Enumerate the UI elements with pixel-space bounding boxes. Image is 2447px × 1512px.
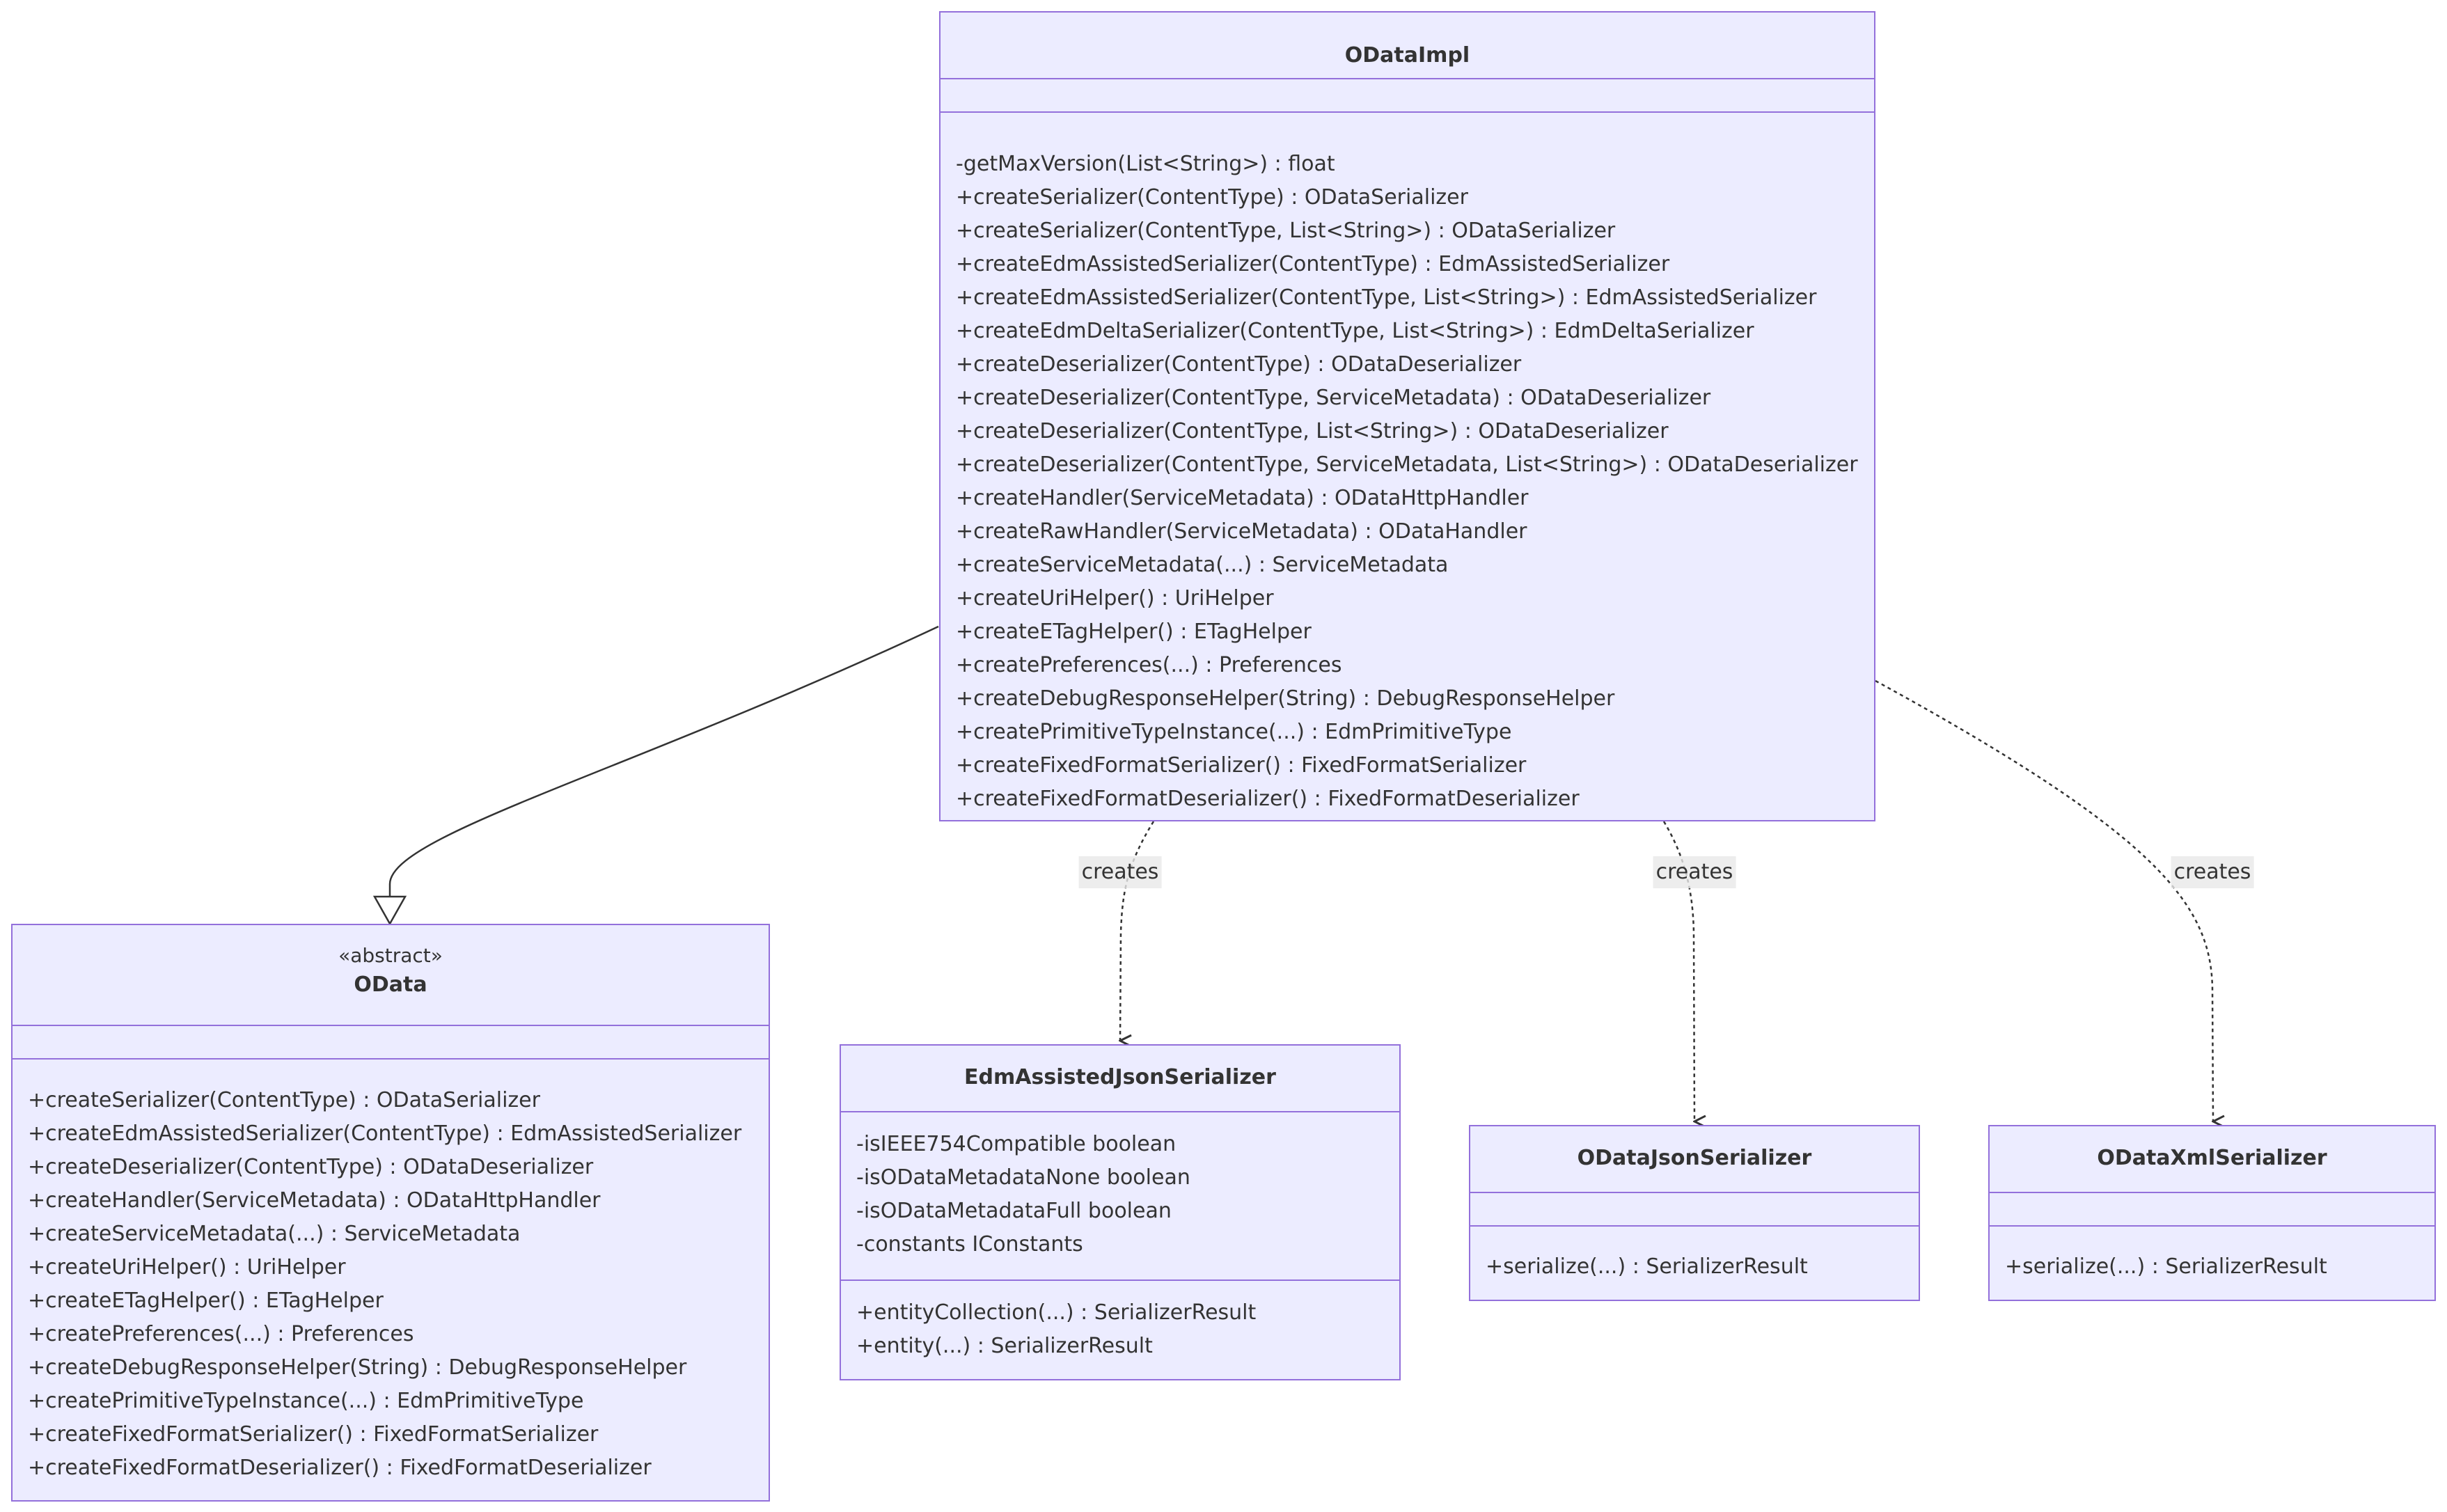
method-line: +createDeserializer(ContentType, List<St… — [956, 419, 1669, 443]
method-line: +entity(...) : SerializerResult — [856, 1334, 1153, 1358]
methods-section: +serialize(...) : SerializerResult — [1486, 1250, 1912, 1284]
class-box-odata-xml-serializer[interactable]: ODataXmlSerializer +serialize(...) : Ser… — [1988, 1125, 2436, 1301]
method-line: -getMaxVersion(List<String>) : float — [956, 152, 1335, 176]
method-line: +createEdmDeltaSerializer(ContentType, L… — [956, 319, 1754, 343]
method-line: +createFixedFormatSerializer() : FixedFo… — [28, 1422, 599, 1447]
class-name: ODataImpl — [1344, 43, 1470, 68]
class-divider — [941, 111, 1874, 113]
method-line: +createUriHelper() : UriHelper — [956, 586, 1274, 611]
method-line: +createETagHelper() : ETagHelper — [28, 1289, 384, 1313]
attribute-line: -isIEEE754Compatible boolean — [856, 1132, 1177, 1156]
method-line: +createUriHelper() : UriHelper — [28, 1255, 346, 1279]
method-line: +createRawHandler(ServiceMetadata) : ODa… — [956, 519, 1527, 544]
method-line: +createPrimitiveTypeInstance(...) : EdmP… — [28, 1389, 584, 1413]
class-divider — [1470, 1225, 1919, 1227]
inheritance-triangle-icon — [372, 895, 407, 926]
methods-section: +serialize(...) : SerializerResult — [2005, 1250, 2428, 1284]
method-line: +createETagHelper() : ETagHelper — [956, 620, 1312, 644]
class-box-odata[interactable]: «abstract» OData +createSerializer(Conte… — [11, 924, 770, 1502]
method-line: +entityCollection(...) : SerializerResul… — [856, 1300, 1257, 1325]
method-line: +createSerializer(ContentType) : ODataSe… — [28, 1088, 540, 1112]
method-line: +serialize(...) : SerializerResult — [2005, 1254, 2327, 1279]
method-line: +createDeserializer(ContentType) : OData… — [28, 1155, 594, 1179]
dependency-edge-edm-assisted-json-serializer — [1120, 821, 1155, 1041]
class-name: OData — [354, 972, 427, 997]
methods-section: +entityCollection(...) : SerializerResul… — [856, 1296, 1392, 1363]
inheritance-edge-odataimpl-odata — [388, 625, 939, 898]
method-line: +createFixedFormatDeserializer() : Fixed… — [28, 1456, 652, 1480]
class-name: ODataXmlSerializer — [2097, 1146, 2327, 1170]
method-line: +createEdmAssistedSerializer(ContentType… — [956, 285, 1817, 310]
class-divider — [1990, 1225, 2434, 1227]
method-line: +createPrimitiveTypeInstance(...) : EdmP… — [956, 720, 1512, 744]
class-box-odataimpl[interactable]: ODataImpl -getMaxVersion(List<String>) :… — [939, 11, 1875, 821]
method-line: +createSerializer(ContentType, List<Stri… — [956, 219, 1616, 243]
class-box-edm-assisted-json-serializer[interactable]: EdmAssistedJsonSerializer -isIEEE754Comp… — [840, 1044, 1401, 1380]
class-divider — [13, 1058, 769, 1060]
class-box-odata-json-serializer[interactable]: ODataJsonSerializer +serialize(...) : Se… — [1469, 1125, 1920, 1301]
method-line: +createHandler(ServiceMetadata) : ODataH… — [956, 486, 1529, 510]
method-line: +createHandler(ServiceMetadata) : ODataH… — [28, 1188, 601, 1213]
class-stereotype: «abstract» — [338, 944, 443, 967]
method-line: +createServiceMetadata(...) : ServiceMet… — [956, 553, 1449, 577]
method-line: +serialize(...) : SerializerResult — [1486, 1254, 1808, 1279]
method-line: +createDebugResponseHelper(String) : Deb… — [956, 686, 1615, 711]
edge-label-creates-edm: creates — [1078, 856, 1162, 888]
class-divider — [13, 1025, 769, 1026]
class-name: ODataJsonSerializer — [1577, 1146, 1812, 1170]
method-line: +createDeserializer(ContentType) : OData… — [956, 352, 1522, 377]
attributes-section: -isIEEE754Compatible boolean -isODataMet… — [856, 1128, 1392, 1261]
edge-label-creates-xml: creates — [2171, 856, 2254, 888]
class-divider — [1470, 1192, 1919, 1193]
class-name: EdmAssistedJsonSerializer — [964, 1065, 1276, 1089]
method-line: +createDebugResponseHelper(String) : Deb… — [28, 1355, 687, 1380]
class-divider — [841, 1279, 1399, 1281]
method-line: +createEdmAssistedSerializer(ContentType… — [28, 1121, 742, 1146]
dependency-edge-odata-json-serializer — [1662, 821, 1694, 1121]
method-line: +createEdmAssistedSerializer(ContentType… — [956, 252, 1670, 276]
methods-section: -getMaxVersion(List<String>) : float +cr… — [956, 148, 1867, 816]
method-line: +createDeserializer(ContentType, Service… — [956, 386, 1711, 410]
method-line: +createServiceMetadata(...) : ServiceMet… — [28, 1222, 521, 1246]
class-divider — [1990, 1192, 2434, 1193]
method-line: +createSerializer(ContentType) : ODataSe… — [956, 185, 1468, 210]
class-divider — [941, 78, 1874, 79]
method-line: +createDeserializer(ContentType, Service… — [956, 452, 1858, 477]
class-divider — [841, 1111, 1399, 1112]
edge-label-creates-json: creates — [1653, 856, 1736, 888]
dependency-edge-odata-xml-serializer — [1875, 679, 2213, 1121]
attribute-line: -isODataMetadataNone boolean — [856, 1165, 1190, 1190]
attribute-line: -constants IConstants — [856, 1232, 1083, 1257]
attribute-line: -isODataMetadataFull boolean — [856, 1199, 1172, 1223]
method-line: +createPreferences(...) : Preferences — [956, 653, 1342, 677]
method-line: +createFixedFormatDeserializer() : Fixed… — [956, 787, 1580, 811]
methods-section: +createSerializer(ContentType) : ODataSe… — [28, 1084, 762, 1485]
method-line: +createPreferences(...) : Preferences — [28, 1322, 414, 1346]
method-line: +createFixedFormatSerializer() : FixedFo… — [956, 753, 1527, 778]
